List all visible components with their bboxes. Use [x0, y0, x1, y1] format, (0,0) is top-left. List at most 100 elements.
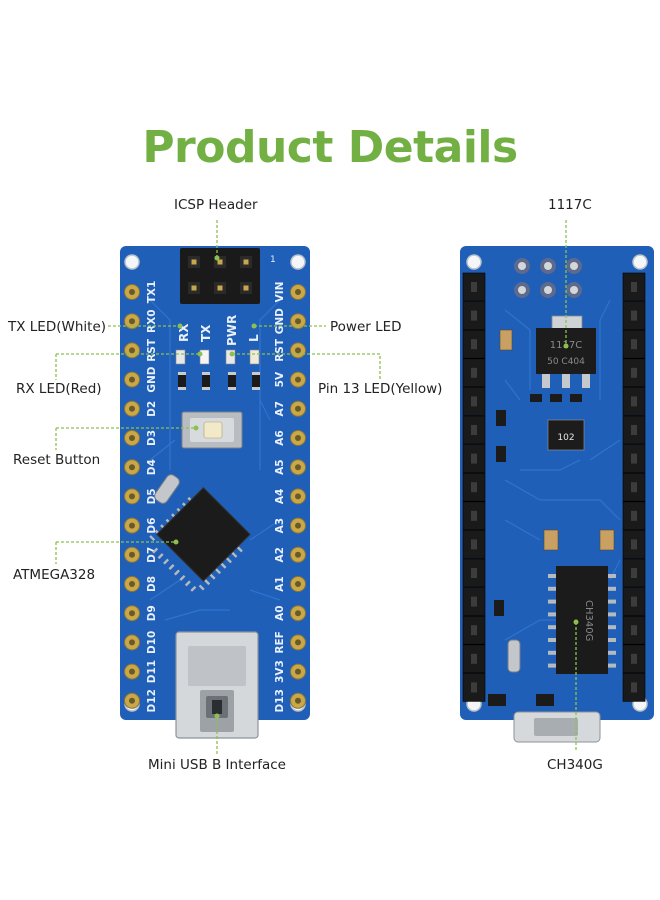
leader-dot: [177, 323, 183, 329]
chip-leg: [215, 568, 222, 575]
back-icsp-pins: [514, 258, 582, 298]
l-led: [249, 349, 260, 365]
leader-dot: [173, 539, 179, 545]
chip-leg: [608, 612, 616, 617]
chip-leg: [608, 586, 616, 591]
pin-hole: [129, 493, 135, 500]
pin-label: A4: [274, 489, 286, 504]
front-resistors: [178, 372, 260, 390]
label-icsp-header: ICSP Header: [174, 197, 258, 213]
pin-hole: [295, 581, 301, 587]
header-socket: [471, 625, 477, 636]
resistor-cap: [202, 387, 210, 390]
icsp-pin: [191, 259, 197, 265]
chip-leg: [548, 663, 556, 668]
leds: [175, 349, 260, 365]
pin-label: VIN: [274, 282, 286, 303]
pin-hole: [295, 464, 301, 471]
pin-hole: [129, 697, 135, 704]
ch340g-chip: CH340G: [548, 566, 616, 674]
chip-leg: [225, 557, 232, 564]
back-icsp-pin: [570, 286, 578, 294]
led-mark-l: L: [247, 334, 261, 342]
chip-leg: [548, 612, 556, 617]
back-pin-header-left: [462, 272, 486, 702]
header-socket: [631, 539, 637, 550]
header-socket: [471, 339, 477, 350]
rx-led: [175, 349, 186, 365]
pin-label: RX0: [146, 309, 158, 333]
header-socket: [471, 396, 477, 407]
back-traces: [504, 299, 621, 641]
header-socket: [631, 625, 637, 636]
pin-hole: [129, 668, 135, 675]
regulator-marking-2: 50 C404: [547, 357, 585, 367]
pin-label: A2: [274, 547, 286, 562]
resistor-cap: [202, 372, 210, 375]
led-mark-tx: TX: [199, 324, 213, 342]
resistor: [202, 372, 210, 390]
label-regulator-1117c: 1117C: [548, 197, 592, 213]
pin-hole: [295, 639, 301, 646]
trace: [599, 299, 611, 400]
chip-leg: [157, 553, 164, 560]
header-socket: [631, 510, 637, 521]
header-socket: [471, 568, 477, 578]
pin-hole: [295, 318, 301, 325]
front-pcb: [120, 246, 310, 720]
header-socket: [471, 682, 477, 693]
pin-hole: [295, 551, 301, 558]
back-icsp-pin: [518, 286, 526, 294]
front-traces: [149, 299, 281, 621]
pin-label: TX1: [146, 281, 158, 304]
crystal: [154, 474, 180, 504]
header-socket: [471, 282, 477, 292]
chip-leg: [548, 574, 556, 578]
pin-hole: [129, 347, 135, 354]
pin-hole: [129, 522, 135, 529]
chip-leg: [608, 638, 616, 642]
resistor-cap: [252, 372, 260, 375]
pin-hole: [295, 493, 301, 500]
trace: [164, 609, 230, 621]
pin-label: A5: [274, 459, 286, 474]
resistor-cap: [252, 387, 260, 390]
pin-label: REF: [274, 631, 286, 653]
pin-label: A7: [274, 401, 286, 416]
chip-leg: [548, 586, 556, 591]
pin-label: D5: [146, 488, 158, 504]
chip-leg: [548, 625, 556, 630]
pin-hole: [295, 376, 301, 383]
pin-label: D2: [146, 401, 158, 417]
icsp-pin1-mark: 1: [270, 255, 276, 265]
back-icsp-pin: [518, 262, 526, 270]
pin-label: D3: [146, 430, 158, 446]
trace: [589, 439, 621, 461]
leader-dot: [573, 619, 579, 625]
label-tx-led: TX LED(White): [8, 319, 107, 335]
trace: [149, 439, 176, 461]
chip-leg: [149, 535, 156, 542]
pin-hole: [295, 405, 301, 412]
back-icsp-pin: [544, 286, 552, 294]
label-mini-usb: Mini USB B Interface: [148, 757, 286, 773]
trace: [259, 299, 281, 470]
chip-leg: [608, 574, 616, 578]
pin-label: D6: [146, 518, 158, 534]
back-components: 102: [488, 329, 615, 706]
chip-leg: [163, 558, 170, 565]
mini-usb-connector: [175, 631, 259, 739]
resistor: [228, 372, 236, 390]
page-title: Product Details: [142, 122, 518, 173]
chip-leg: [209, 573, 216, 580]
chip-leg: [204, 579, 211, 586]
header-socket: [631, 310, 637, 321]
pin-hole: [129, 405, 135, 412]
leader-line: [232, 353, 381, 380]
resistor: [178, 372, 186, 390]
header-socket: [471, 453, 477, 464]
icsp-pin: [191, 285, 197, 291]
header-socket: [631, 568, 637, 578]
ch340-body: [556, 566, 608, 674]
mounting-hole: [466, 254, 482, 270]
